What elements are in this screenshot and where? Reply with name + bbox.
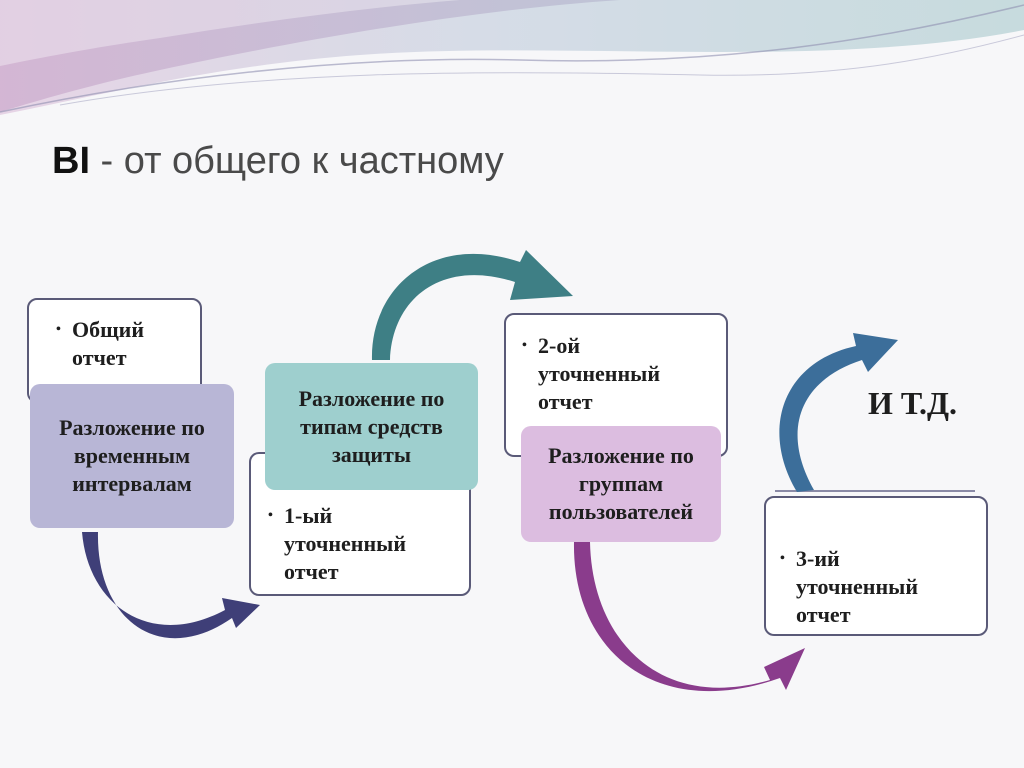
refined-report-3-label: 3-ий уточненный отчет (796, 546, 918, 627)
decomposition-by-time-card: Разложение по временным интервалам (30, 384, 234, 528)
general-report-label: Общий отчет (72, 317, 145, 370)
refined-report-3-box (764, 496, 988, 636)
refined-report-1-text: •1-ый уточненный отчет (268, 502, 458, 586)
slide-title-rest: - от общего к частному (90, 140, 504, 182)
curved-arrow-1 (82, 532, 260, 639)
decomposition-by-users-card: Разложение по группам пользователей (521, 426, 721, 542)
decomposition-by-users-label: Разложение по группам пользователей (548, 443, 694, 524)
slide-title-bold: BI (52, 140, 90, 182)
curved-arrow-2 (371, 250, 573, 360)
refined-report-1-label: 1-ый уточненный отчет (284, 503, 406, 584)
refined-report-2-text: •2-ой уточненный отчет (522, 332, 712, 416)
decomposition-by-protection-card: Разложение по типам средств защиты (265, 363, 478, 490)
general-report-text: •Общий отчет (56, 316, 196, 372)
curved-arrow-3 (573, 542, 805, 692)
curved-arrow-4 (779, 333, 898, 492)
etc-label: И Т.Д. (868, 385, 958, 421)
decomposition-by-time-label: Разложение по временным интервалам (59, 415, 205, 496)
refined-report-3-text: •3-ий уточненный отчет (780, 545, 975, 629)
slide-title: BI - от общего к частному (52, 140, 504, 183)
decomposition-by-protection-label: Разложение по типам средств защиты (298, 385, 445, 467)
refined-report-2-label: 2-ой уточненный отчет (538, 333, 660, 414)
